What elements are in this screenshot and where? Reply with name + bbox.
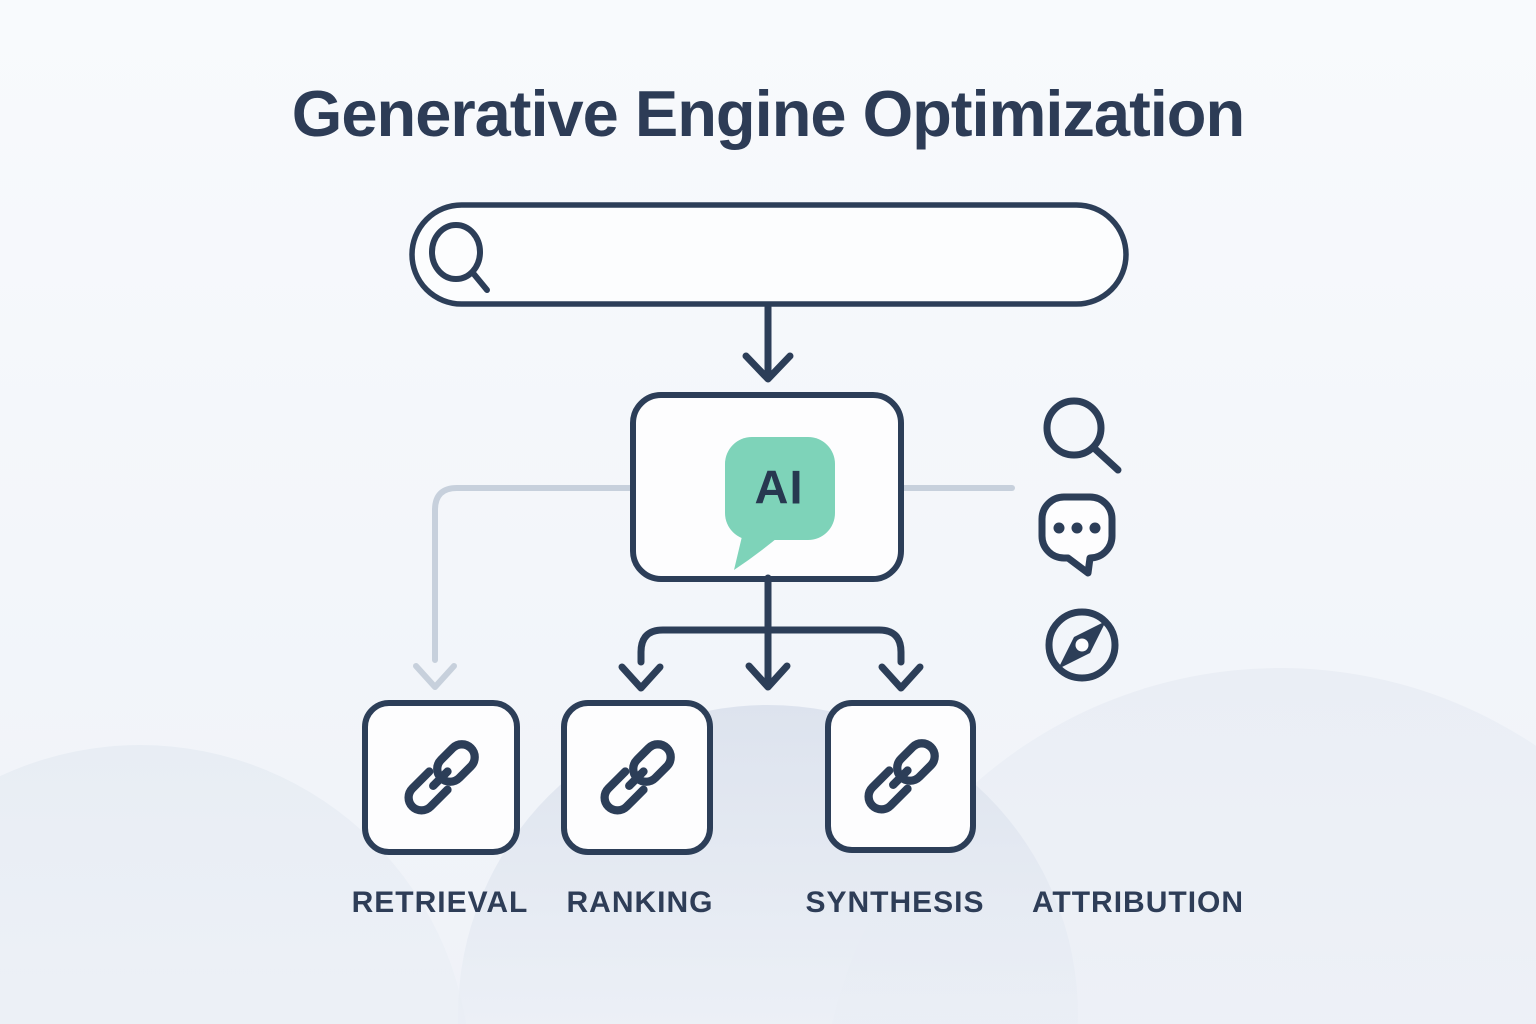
stage-label-ranking: RANKING: [566, 886, 714, 919]
ai-bubble-label: AI: [754, 460, 804, 514]
synthesis-node-box[interactable]: [825, 700, 976, 853]
arrow-search-to-ai: [742, 303, 794, 383]
page-title: Generative Engine Optimization: [291, 77, 1245, 150]
ai-node-box[interactable]: [630, 392, 904, 582]
connector-ai-to-stages: [618, 574, 924, 692]
search-icon: [429, 222, 490, 293]
connector-ai-to-retrieval: [413, 485, 636, 690]
stage-label-retrieval: RETRIEVAL: [351, 886, 529, 919]
stage-label-attribution: ATTRIBUTION: [1031, 886, 1245, 919]
ranking-node-box[interactable]: [561, 700, 713, 855]
chat-bubble-icon: [725, 437, 835, 570]
retrieval-node-box[interactable]: [362, 700, 520, 855]
stage-label-synthesis: SYNTHESIS: [805, 886, 985, 919]
search-bar[interactable]: [409, 202, 1129, 307]
search-icon: [1043, 397, 1122, 474]
chat-dots-icon: [1038, 493, 1116, 577]
compass-icon: [1045, 608, 1119, 682]
